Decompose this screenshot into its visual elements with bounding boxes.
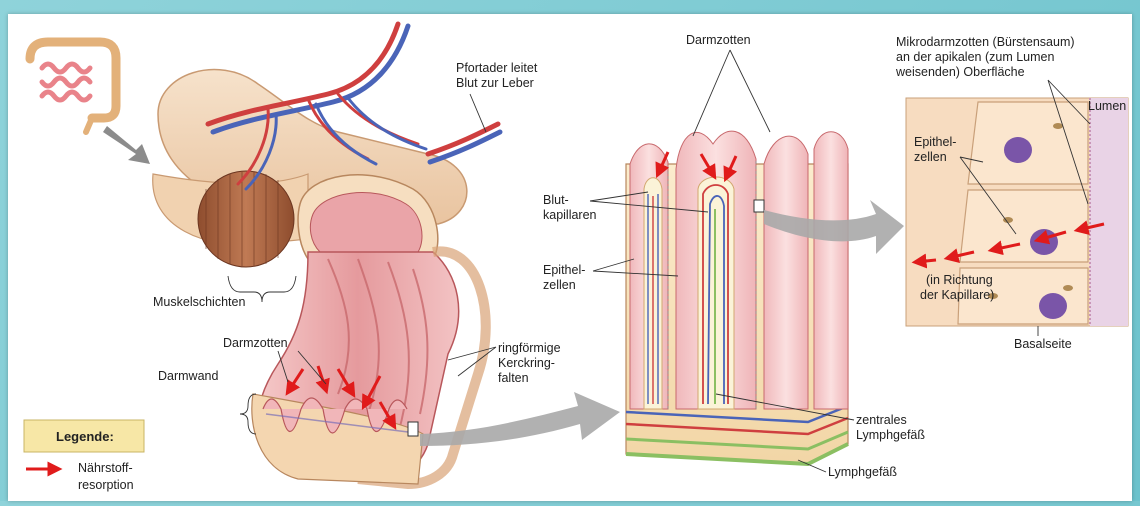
label-basalseite: Basalseite xyxy=(1014,337,1072,351)
label-lumen: Lumen xyxy=(1088,99,1126,113)
label-darmzotten-top: Darmzotten xyxy=(686,33,751,47)
label-ringfoermige-line1: ringförmige xyxy=(498,341,561,355)
intestine-icon xyxy=(30,42,116,132)
label-mikro-line1: Mikrodarmzotten (Bürstensaum) xyxy=(896,35,1075,49)
zoom-arrow-small xyxy=(103,126,150,164)
label-mikro-line3: weisenden) Oberfläche xyxy=(895,65,1025,79)
villi-block xyxy=(626,131,848,464)
label-richtung-line1: (in Richtung xyxy=(926,273,993,287)
label-darmwand: Darmwand xyxy=(158,369,218,383)
zoom-arrow-middle xyxy=(420,392,620,446)
label-blut-line2: kapillaren xyxy=(543,208,597,222)
intestine-diagram: Muskelschichten Pfortader leitet Blut zu… xyxy=(8,14,1132,501)
label-ringfoermige-line3: falten xyxy=(498,371,529,385)
leader-pfortader xyxy=(470,94,486,132)
label-lymphgefaess: Lymphgefäß xyxy=(828,465,897,479)
label-epithel-mid-line2: zellen xyxy=(543,278,576,292)
label-blut-line1: Blut- xyxy=(543,193,569,207)
label-epithel-right-line1: Epithel- xyxy=(914,135,956,149)
label-zentrales-line2: Lymphgefäß xyxy=(856,428,925,442)
intestine-segment xyxy=(153,70,486,484)
legend-title: Legende: xyxy=(56,429,114,444)
label-richtung-line2: der Kapillare) xyxy=(920,288,994,302)
diagram-frame: Muskelschichten Pfortader leitet Blut zu… xyxy=(8,14,1132,501)
label-ringfoermige-line2: Kerckring- xyxy=(498,356,555,370)
label-pfortader-line2: Blut zur Leber xyxy=(456,76,534,90)
label-darmzotten-left: Darmzotten xyxy=(223,336,288,350)
leader-ringfoermige xyxy=(448,347,496,376)
label-muskelschichten: Muskelschichten xyxy=(153,295,245,309)
label-epithel-right-line2: zellen xyxy=(914,150,947,164)
legend-item-line2: resorption xyxy=(78,478,134,492)
label-epithel-mid-line1: Epithel- xyxy=(543,263,585,277)
legend-item-line1: Nährstoff- xyxy=(78,461,133,475)
label-mikro-line2: an der apikalen (zum Lumen xyxy=(896,50,1054,64)
label-zentrales-line1: zentrales xyxy=(856,413,907,427)
leader-darmzotten-top xyxy=(693,50,770,136)
label-pfortader-line1: Pfortader leitet xyxy=(456,61,538,75)
legend: Legende: Nährstoff- resorption xyxy=(24,420,144,492)
